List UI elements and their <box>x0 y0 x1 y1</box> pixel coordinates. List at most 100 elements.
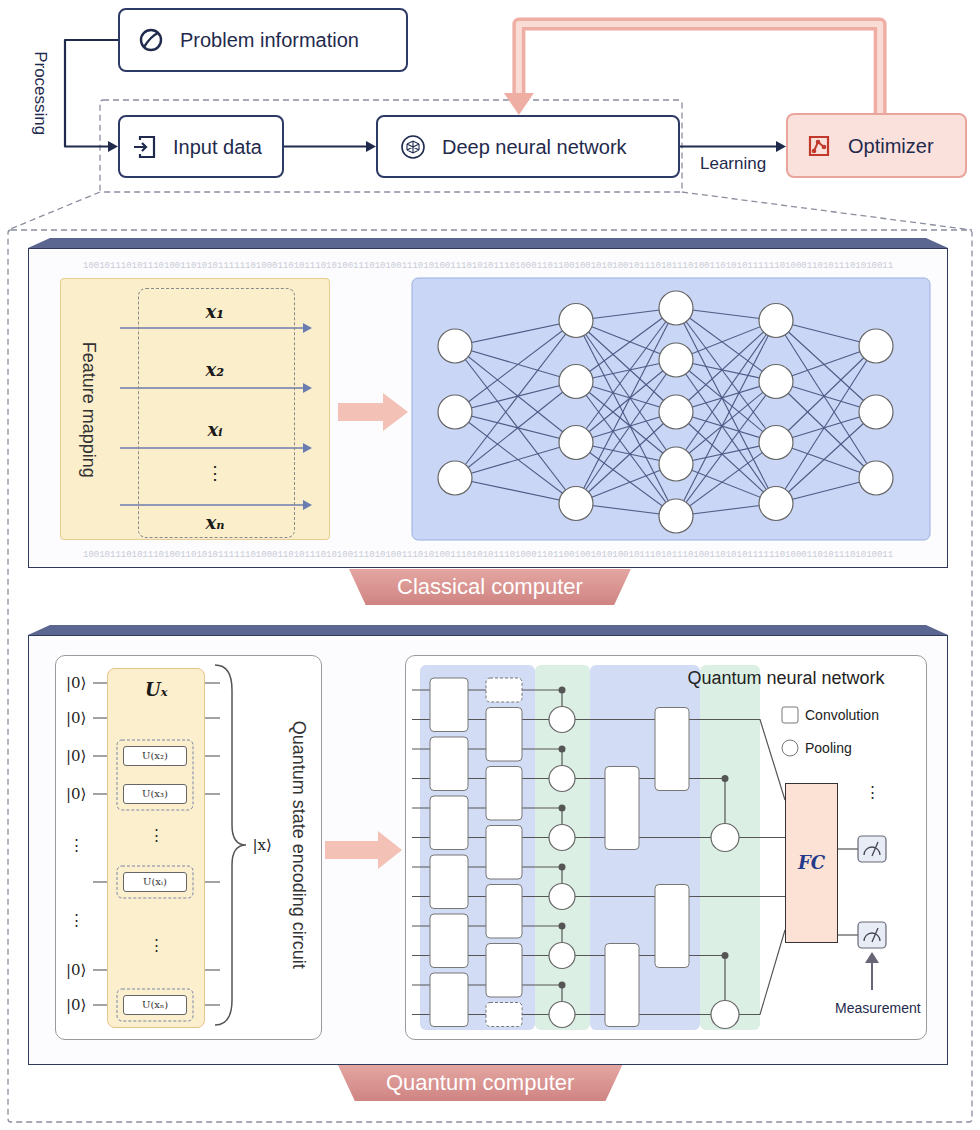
panel-fill <box>55 655 322 1040</box>
binary-watermark: 1001011101011101001101010111111010001101… <box>83 261 893 272</box>
icon <box>810 137 828 155</box>
feature-arrow <box>303 500 312 510</box>
measurement-symbol <box>858 836 886 862</box>
gate-group <box>117 740 193 810</box>
panel-fill <box>28 635 948 1065</box>
quantum-circuit <box>412 665 785 1030</box>
circuit-label: |0⟩ <box>66 709 86 727</box>
panel-fill <box>60 278 330 540</box>
neural-network <box>455 382 576 479</box>
neural-network <box>438 461 472 495</box>
quantum-circuit <box>430 914 468 968</box>
quantum-circuit <box>724 779 725 824</box>
measurement-symbol <box>864 842 880 856</box>
feature-arrow <box>303 443 312 453</box>
feature-arrow <box>120 447 304 449</box>
neural-network <box>455 443 576 479</box>
quantum-circuit <box>430 678 468 732</box>
qubit-wire <box>205 793 220 794</box>
circuit-label: |x⟩ <box>253 836 272 854</box>
neural-network <box>438 291 893 533</box>
neural-network <box>659 499 693 533</box>
neural-network <box>859 395 893 429</box>
circuit-label: ⋮ <box>149 826 164 844</box>
icon <box>822 144 827 149</box>
neural-network <box>455 321 576 347</box>
neural-network <box>455 346 576 382</box>
quantum-circuit <box>430 855 468 909</box>
neural-network <box>455 321 576 413</box>
qubit-wire <box>93 1004 107 1005</box>
qubit-wire <box>205 682 220 683</box>
zoom-frame <box>8 230 972 1122</box>
neural-network <box>859 461 893 495</box>
connector <box>680 145 777 147</box>
measurement-symbol <box>838 934 858 935</box>
circuit-label: Measurement <box>835 1000 921 1017</box>
qubit-wire <box>205 755 220 756</box>
neural-network <box>559 487 593 521</box>
quantum-circuit <box>486 826 522 880</box>
panel-fill <box>28 248 948 1065</box>
quantum-circuit <box>722 775 729 782</box>
panel-top-bar <box>28 625 948 635</box>
circuit-label: |0⟩ <box>66 961 86 979</box>
qubit-wire <box>205 1004 220 1005</box>
neural-network <box>776 382 876 479</box>
quantum-circuit <box>605 767 639 850</box>
quantum-circuit <box>430 973 468 1027</box>
feature-box: Feature mappingx₁x₂xᵢ⋮xₙ <box>60 278 330 540</box>
quantum-circuit <box>724 956 725 1001</box>
node-text: Deep neural network <box>442 135 627 159</box>
gate-group <box>117 989 193 1021</box>
quantum-circuit <box>549 884 575 910</box>
zoom-frame <box>8 100 972 1122</box>
fc-box: FC <box>785 783 838 943</box>
icon <box>407 141 419 153</box>
quantum-circuit <box>605 944 639 1027</box>
connector <box>519 24 880 113</box>
connector <box>680 141 786 152</box>
arrowhead <box>776 141 786 152</box>
quantum-circuit <box>559 687 566 694</box>
feature-arrow <box>303 383 312 393</box>
qubit-wire <box>93 881 107 882</box>
panel-top-bar <box>28 238 948 248</box>
gate-box: U(x₂) <box>123 746 187 766</box>
neural-network <box>859 329 893 363</box>
quantum-circuit <box>549 707 575 733</box>
icon <box>134 143 146 151</box>
node-text: U(x₂) <box>142 750 168 762</box>
icon <box>400 134 426 160</box>
node-text: xₙ <box>206 512 225 534</box>
circuit-label: |0⟩ <box>66 996 86 1014</box>
gate-box: U(xₙ) <box>123 995 187 1015</box>
zoom-frame <box>682 192 972 230</box>
node-text: Uₓ <box>145 679 167 701</box>
quantum-circuit <box>486 1003 522 1027</box>
icon <box>806 133 832 159</box>
neural-network <box>759 365 793 399</box>
neural-network <box>455 382 576 413</box>
neural-network <box>455 412 576 504</box>
qubit-wire <box>93 969 107 970</box>
quantum-circuit <box>559 923 566 930</box>
neural-network <box>455 346 576 504</box>
node-text: ⋮ <box>206 463 224 485</box>
measurement-symbol <box>838 848 858 849</box>
neural-network <box>759 304 793 338</box>
feature-arrow <box>120 504 304 506</box>
measurement-symbol <box>858 922 886 948</box>
arrowhead <box>504 93 534 115</box>
brace <box>215 665 246 1025</box>
node-text: Input data <box>173 135 262 159</box>
gate-group <box>117 866 193 898</box>
measurement-symbol <box>864 928 880 942</box>
quantum-circuit <box>722 952 729 959</box>
connector <box>65 40 118 147</box>
quantum-circuit <box>559 746 566 753</box>
panel-fill <box>28 248 948 568</box>
qubit-wire <box>205 969 220 970</box>
quantum-circuit <box>486 767 522 821</box>
node-text: Quantum state encoding circuit <box>287 721 309 969</box>
